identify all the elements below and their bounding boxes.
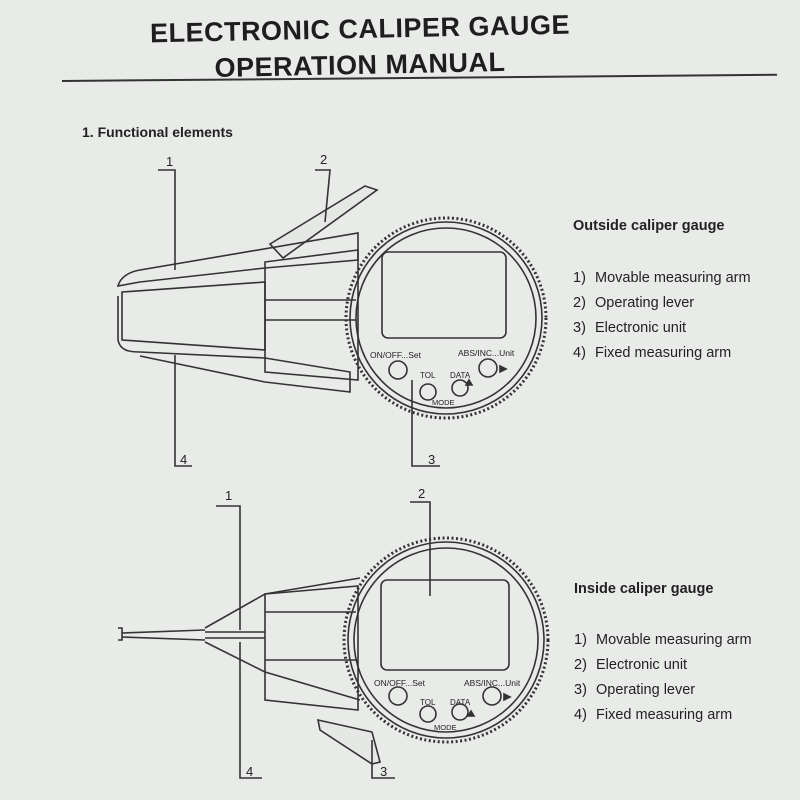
inside-callout-2: 2 bbox=[418, 486, 425, 501]
outside-on-off-label: ON/OFF...Set bbox=[370, 350, 422, 360]
outside-callout-2: 2 bbox=[320, 152, 327, 167]
inside-heading: Inside caliper gauge bbox=[574, 581, 714, 597]
inside-abs-inc-label: ABS/INC...Unit bbox=[464, 678, 521, 688]
inside-callout-1: 1 bbox=[225, 488, 232, 503]
inside-caliper-body bbox=[118, 501, 550, 779]
list-item: 4)Fixed measuring arm bbox=[573, 345, 732, 361]
inside-callout-3: 3 bbox=[380, 764, 387, 779]
outside-data-label: DATA bbox=[450, 371, 471, 380]
list-item: 2)Electronic unit bbox=[574, 657, 688, 673]
outside-callout-4: 4 bbox=[180, 452, 187, 467]
inside-tol-label: TOL bbox=[420, 698, 436, 707]
inside-mode-label: MODE bbox=[434, 723, 457, 732]
list-item: 4)Fixed measuring arm bbox=[574, 707, 733, 723]
outside-abs-inc-label: ABS/INC...Unit bbox=[458, 348, 515, 358]
outside-heading: Outside caliper gauge bbox=[573, 218, 725, 234]
inside-data-label: DATA bbox=[450, 698, 471, 707]
list-item: 1)Movable measuring arm bbox=[574, 632, 752, 648]
outside-callout-1: 1 bbox=[166, 154, 173, 169]
list-item: 1)Movable measuring arm bbox=[573, 270, 751, 286]
inside-on-off-label: ON/OFF...Set bbox=[374, 678, 426, 688]
list-item: 3)Operating lever bbox=[574, 682, 696, 698]
outside-caliper-body bbox=[116, 169, 548, 467]
outside-list: 1)Movable measuring arm 2)Operating leve… bbox=[573, 266, 751, 366]
outside-tol-label: TOL bbox=[420, 371, 436, 380]
inside-callout-4: 4 bbox=[246, 764, 253, 779]
section-title: 1. Functional elements bbox=[82, 124, 233, 140]
list-item: 3)Electronic unit bbox=[573, 320, 687, 336]
outside-callout-3: 3 bbox=[428, 452, 435, 467]
list-item: 2)Operating lever bbox=[573, 295, 695, 311]
inside-list: 1)Movable measuring arm 2)Electronic uni… bbox=[574, 628, 752, 728]
outside-mode-label: MODE bbox=[432, 398, 455, 407]
